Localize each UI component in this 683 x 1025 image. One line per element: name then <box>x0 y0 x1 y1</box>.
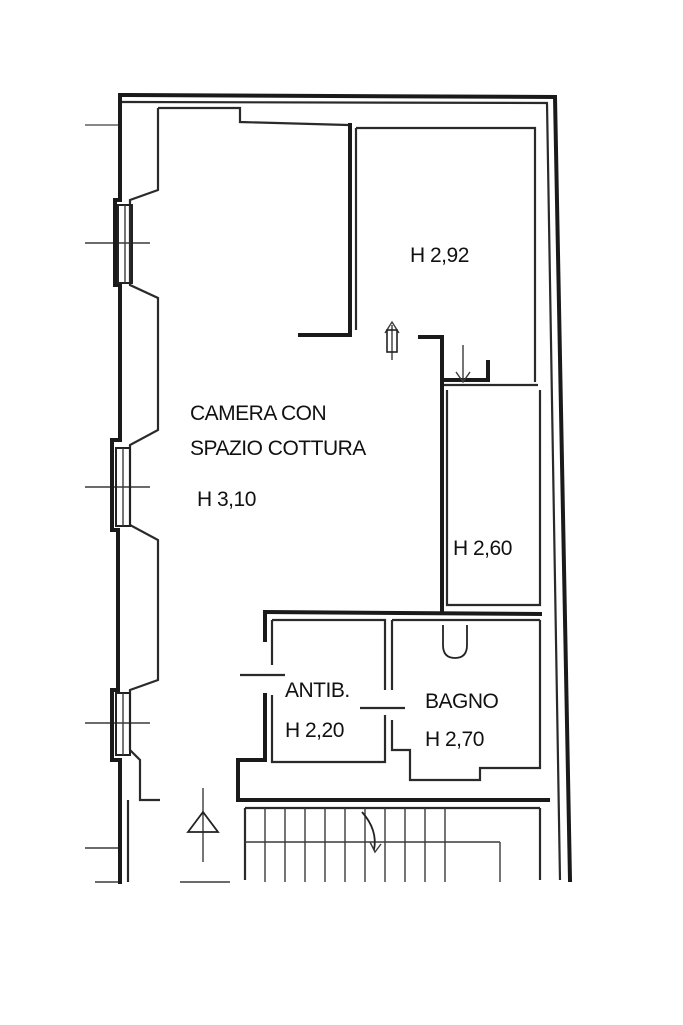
room-right-middle-walls <box>440 378 542 612</box>
room-height-top-right: H 2,92 <box>410 244 469 267</box>
toilet-fixture <box>442 625 468 659</box>
room-height-antibagno: H 2,20 <box>285 719 344 742</box>
staircase <box>236 798 550 882</box>
window-left-3 <box>115 692 131 756</box>
room-label-main-line2: SPAZIO COTTURA <box>190 437 366 460</box>
dimension-marks <box>85 124 230 883</box>
room-height-right-middle: H 2,60 <box>453 537 512 560</box>
window-left-2 <box>115 447 131 527</box>
left-wall-lower <box>118 798 130 884</box>
room-height-bagno: H 2,70 <box>425 728 484 751</box>
entrance-arrow <box>186 788 220 862</box>
room-label-bagno: BAGNO <box>425 690 499 713</box>
room-label-antibagno: ANTIB. <box>285 679 350 702</box>
door-arrow-up <box>384 320 400 360</box>
room-label-main-line1: CAMERA CON <box>190 402 326 425</box>
door-arrow-down <box>455 345 471 384</box>
room-height-main: H 3,10 <box>197 488 256 511</box>
window-left-1 <box>117 204 133 284</box>
bathroom-walls <box>236 609 543 802</box>
